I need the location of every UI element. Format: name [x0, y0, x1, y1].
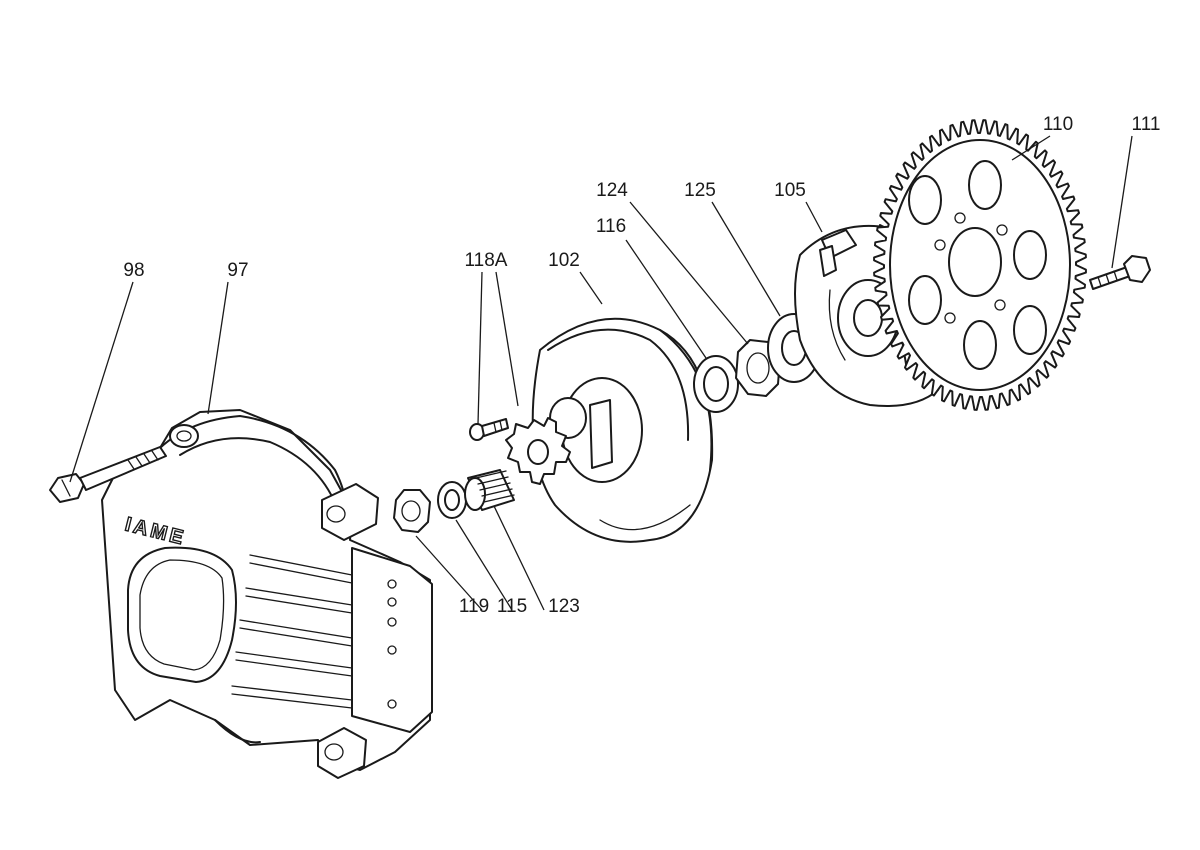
label-118a: 118A: [465, 250, 508, 271]
part-118a-screw: [469, 418, 509, 441]
part-115-washer: [437, 481, 467, 519]
part-116-spacer: [693, 355, 739, 413]
leader-lines: [69, 135, 1133, 611]
part-123-needle-bearing: [464, 469, 515, 511]
part-labels: 98 97 118A 102 116 124 125 105 110 111 1…: [123, 114, 1160, 617]
label-124: 124: [596, 180, 628, 201]
part-119-nut: [393, 489, 431, 533]
label-123: 123: [548, 596, 580, 617]
part-111-bolt: [1089, 255, 1151, 290]
label-111: 111: [1132, 114, 1161, 135]
label-102: 102: [548, 250, 580, 271]
part-102-clutch-drum: [505, 317, 714, 543]
label-119: 119: [459, 596, 489, 617]
label-105: 105: [774, 180, 806, 201]
label-116: 116: [596, 216, 626, 237]
label-110: 110: [1043, 114, 1073, 135]
part-97-clutch-cover: IAME: [101, 409, 433, 779]
label-97: 97: [227, 260, 248, 281]
label-125: 125: [684, 180, 716, 201]
part-110-sprocket: [873, 119, 1087, 411]
label-98: 98: [123, 260, 144, 281]
part-98-long-bolt: [49, 446, 167, 503]
label-115: 115: [497, 596, 527, 617]
